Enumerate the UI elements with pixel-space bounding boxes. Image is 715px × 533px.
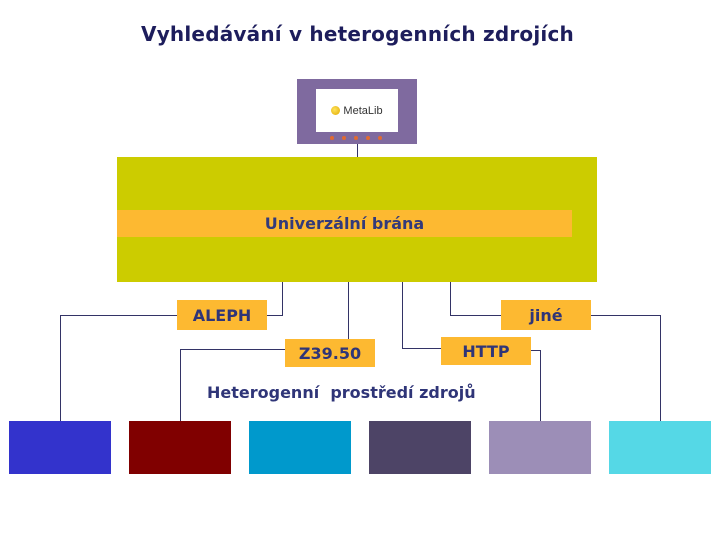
source-box-5 — [489, 421, 591, 474]
protocol-z3950: Z39.50 — [285, 339, 375, 367]
dot — [330, 136, 334, 140]
environment-label: Heterogenní prostředí zdrojů — [207, 383, 476, 402]
dot — [354, 136, 358, 140]
source-box-4 — [369, 421, 471, 474]
protocol-aleph: ALEPH — [177, 300, 267, 330]
connector-http-source — [531, 350, 541, 421]
connector-z3950-source — [180, 349, 285, 421]
metalib-dots — [330, 136, 385, 142]
metalib-logo-icon — [331, 106, 341, 115]
source-box-3 — [249, 421, 351, 474]
protocol-http: HTTP — [441, 337, 531, 365]
gateway-label: Univerzální brána — [117, 210, 572, 237]
metalib-logo-text: MetaLib — [343, 104, 383, 117]
source-box-2 — [129, 421, 231, 474]
dot — [366, 136, 370, 140]
source-box-1 — [9, 421, 111, 474]
protocol-other: jiné — [501, 300, 591, 330]
metalib-logo: MetaLib — [316, 89, 398, 132]
connector-http — [402, 282, 441, 349]
page-title: Vyhledávání v heterogenních zdrojích — [141, 22, 574, 46]
connector-aleph — [60, 282, 283, 421]
dot — [378, 136, 382, 140]
dot — [342, 136, 346, 140]
source-box-6 — [609, 421, 711, 474]
